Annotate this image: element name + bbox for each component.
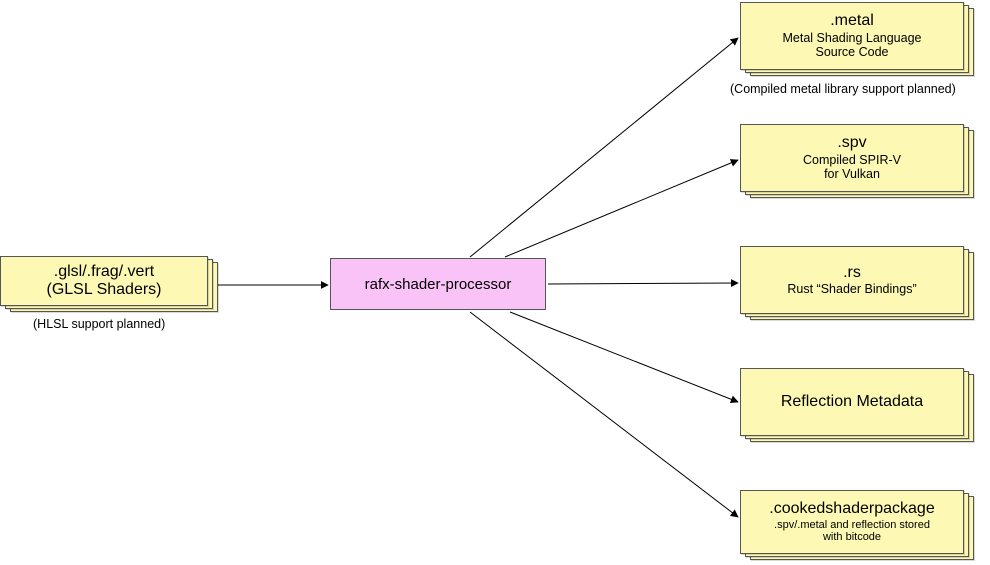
reflection-title: Reflection Metadata: [780, 392, 924, 410]
arrow-to-metal: [469, 37, 739, 258]
spv-line1: Compiled SPIR-V: [803, 152, 901, 167]
spv-title: .spv: [837, 134, 867, 152]
stack-front-card: .rs Rust “Shader Bindings”: [740, 246, 964, 314]
arrow-to-spv: [504, 159, 739, 258]
processor-label: rafx-shader-processor: [364, 275, 512, 293]
spv-line2: for Vulkan: [824, 167, 880, 182]
input-title: .glsl/.frag/.vert: [53, 262, 155, 280]
arrow-to-reflection: [509, 311, 739, 404]
stack-front-card: .cookedshaderpackage .spv/.metal and ref…: [740, 490, 964, 554]
stack-front-card: Reflection Metadata: [740, 368, 964, 436]
cooked-title: .cookedshaderpackage: [769, 500, 935, 518]
arrow-to-cooked: [469, 311, 739, 518]
metal-note: (Compiled metal library support planned): [730, 82, 956, 96]
cooked-line1: .spv/.metal and reflection stored: [774, 518, 930, 531]
input-subtitle: (GLSL Shaders): [46, 281, 162, 298]
metal-line2: Source Code: [815, 45, 889, 60]
metal-line1: Metal Shading Language: [782, 30, 922, 45]
arrow-to-rs: [547, 279, 739, 288]
processor-node: rafx-shader-processor: [330, 258, 546, 310]
cooked-line2: with bitcode: [822, 531, 882, 544]
stack-front-card: .glsl/.frag/.vert (GLSL Shaders): [0, 256, 208, 306]
metal-title: .metal: [830, 12, 874, 30]
input-note: (HLSL support planned): [33, 317, 166, 331]
stack-front-card: .spv Compiled SPIR-V for Vulkan: [740, 124, 964, 192]
rs-title: .rs: [843, 263, 861, 281]
stack-front-card: .metal Metal Shading Language Source Cod…: [740, 2, 964, 70]
rs-line1: Rust “Shader Bindings”: [787, 282, 917, 296]
